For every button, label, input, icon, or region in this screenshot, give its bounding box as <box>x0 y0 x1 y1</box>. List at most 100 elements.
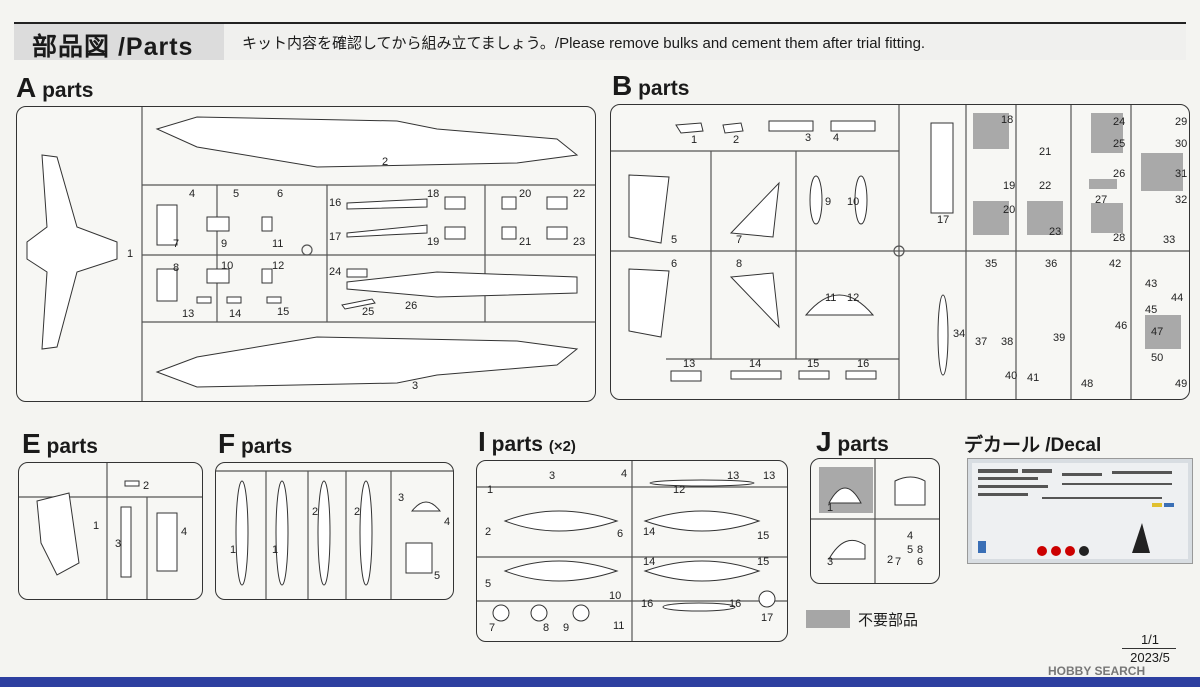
b-part-5: 5 <box>671 234 677 246</box>
b-part-43: 43 <box>1145 278 1157 290</box>
section-a-word: parts <box>42 79 94 102</box>
page-date: 2023/5 <box>1130 650 1170 665</box>
i-part-7: 7 <box>489 622 495 634</box>
b-part-3: 3 <box>805 132 811 144</box>
b-part-25: 25 <box>1113 138 1125 150</box>
b-part-44: 44 <box>1171 292 1183 304</box>
f-part-1a: 1 <box>230 544 236 556</box>
i-part-2: 2 <box>485 526 491 538</box>
watermark: HOBBY SEARCH <box>1048 664 1146 678</box>
i-part-16b: 16 <box>729 598 741 610</box>
b-part-40: 40 <box>1005 370 1017 382</box>
a-part-10: 10 <box>221 260 233 272</box>
i-part-13b: 13 <box>763 470 775 482</box>
e-part-1: 1 <box>93 520 99 532</box>
a-part-17: 17 <box>329 231 341 243</box>
a-part-8: 8 <box>173 262 179 274</box>
section-a-letter: A <box>16 72 37 103</box>
section-b-word: parts <box>638 77 690 100</box>
a-part-1: 1 <box>127 248 133 260</box>
a-part-22: 22 <box>573 188 585 200</box>
i-part-9: 9 <box>563 622 569 634</box>
j-part-2: 2 <box>887 554 893 566</box>
page-info: 1/1 2023/5 <box>1120 633 1180 665</box>
sprue-e: 1 2 3 4 <box>18 462 203 600</box>
section-decal-label: デカール /Decal <box>964 435 1102 456</box>
a-part-15: 15 <box>277 306 289 318</box>
decal-sheet <box>967 458 1193 564</box>
e-part-4: 4 <box>181 526 187 538</box>
j-part-3: 3 <box>827 556 833 568</box>
b-part-45: 45 <box>1145 304 1157 316</box>
a-part-9: 9 <box>221 238 227 250</box>
b-part-27: 27 <box>1095 194 1107 206</box>
section-f-label: F parts <box>218 428 292 460</box>
i-part-15b: 15 <box>757 556 769 568</box>
i-part-3: 3 <box>549 470 555 482</box>
b-part-4: 4 <box>833 132 839 144</box>
f-part-1b: 1 <box>272 544 278 556</box>
sprue-i-drawing: 1 2 3 4 5 6 7 8 9 10 11 12 13 13 14 14 1… <box>477 461 787 641</box>
j-part-4: 4 <box>907 530 913 542</box>
sprue-f: 1 1 2 2 3 4 5 <box>215 462 454 600</box>
j-part-1: 1 <box>827 502 833 514</box>
i-part-8: 8 <box>543 622 549 634</box>
section-e-word: parts <box>46 435 98 458</box>
section-i-label: I parts (×2) <box>478 426 576 458</box>
i-part-10: 10 <box>609 590 621 602</box>
page-title: 部品図 /Parts <box>32 33 194 61</box>
b-part-21: 21 <box>1039 146 1051 158</box>
section-e-label: E parts <box>22 428 98 460</box>
page-divider <box>1122 648 1176 649</box>
a-part-7: 7 <box>173 238 179 250</box>
legend-swatch <box>806 610 850 628</box>
a-part-3: 3 <box>412 380 418 392</box>
b-part-2: 2 <box>733 134 739 146</box>
b-part-9: 9 <box>825 196 831 208</box>
b-part-12: 12 <box>847 292 859 304</box>
section-f-letter: F <box>218 428 236 459</box>
a-part-11: 11 <box>272 238 283 250</box>
f-part-5: 5 <box>434 570 440 582</box>
b-part-24: 24 <box>1113 116 1125 128</box>
section-i-letter: I <box>478 426 486 457</box>
a-part-21: 21 <box>519 236 531 248</box>
i-part-14a: 14 <box>643 526 655 538</box>
b-part-10: 10 <box>847 196 859 208</box>
b-part-49: 49 <box>1175 378 1187 390</box>
i-part-16a: 16 <box>641 598 653 610</box>
b-part-39: 39 <box>1053 332 1065 344</box>
f-part-3: 3 <box>398 492 404 504</box>
a-part-14: 14 <box>229 308 241 320</box>
b-part-15: 15 <box>807 358 819 370</box>
b-part-19: 19 <box>1003 180 1015 192</box>
section-j-letter: J <box>816 426 832 457</box>
b-part-34: 34 <box>953 328 965 340</box>
i-part-12: 12 <box>673 484 685 496</box>
b-part-31: 31 <box>1175 168 1187 180</box>
a-part-5: 5 <box>233 188 239 200</box>
section-i-word: parts <box>491 433 543 456</box>
a-part-24: 24 <box>329 266 341 278</box>
b-part-33: 33 <box>1163 234 1175 246</box>
b-part-20: 20 <box>1003 204 1015 216</box>
i-part-14b: 14 <box>643 556 655 568</box>
b-part-48: 48 <box>1081 378 1093 390</box>
sprue-f-drawing: 1 1 2 2 3 4 5 <box>216 470 453 599</box>
page-number: 1/1 <box>1140 632 1160 647</box>
a-part-26: 26 <box>405 300 417 312</box>
i-part-1: 1 <box>487 484 493 496</box>
a-part-2: 2 <box>382 156 388 168</box>
b-part-11: 11 <box>825 292 836 304</box>
sprue-e-drawing: 1 2 3 4 <box>19 463 202 599</box>
a-part-25: 25 <box>362 306 374 318</box>
a-part-6: 6 <box>277 188 283 200</box>
a-part-23: 23 <box>573 236 585 248</box>
e-part-3: 3 <box>115 538 121 550</box>
j-part-8: 8 <box>917 544 923 556</box>
sprue-i: 1 2 3 4 5 6 7 8 9 10 11 12 13 13 14 14 1… <box>476 460 788 642</box>
f-part-4: 4 <box>444 516 450 528</box>
b-part-30: 30 <box>1175 138 1187 150</box>
section-a-label: A parts <box>16 72 93 104</box>
bottom-band <box>0 677 1200 687</box>
